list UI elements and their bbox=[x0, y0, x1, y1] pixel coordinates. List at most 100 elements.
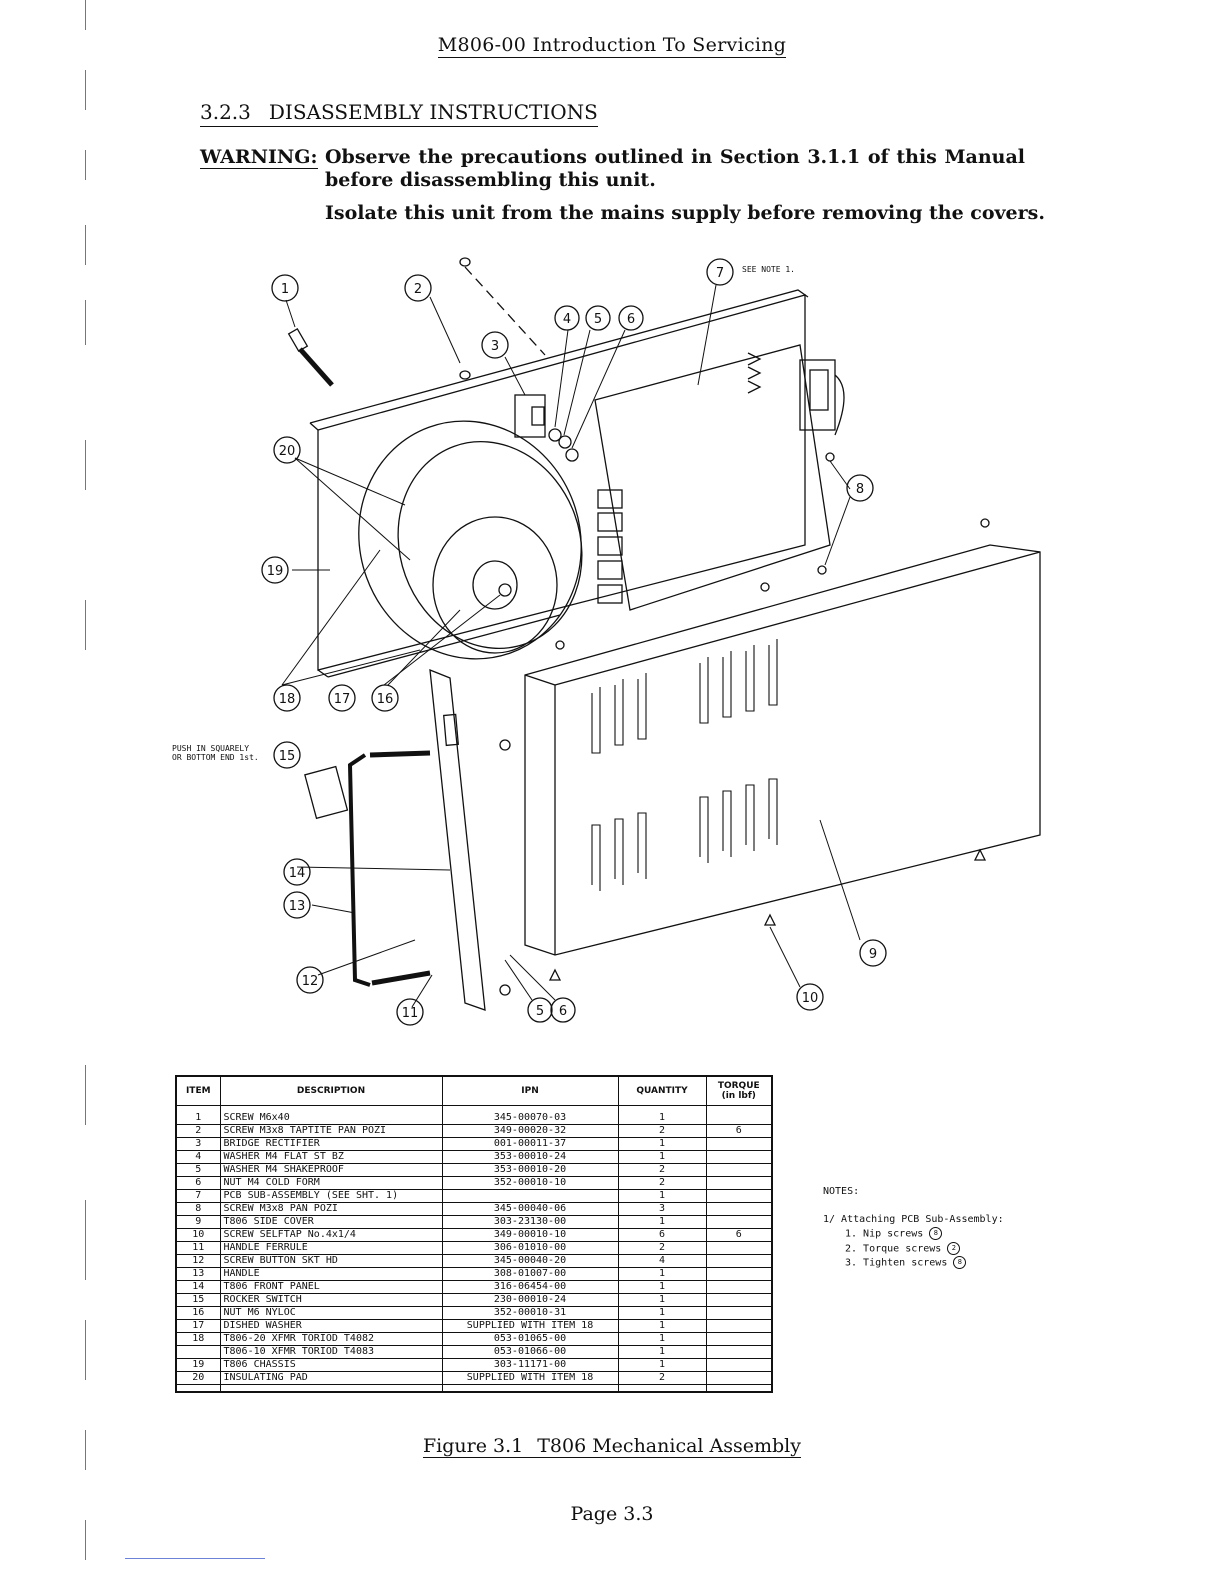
screws-m3x8 bbox=[459, 257, 546, 380]
warning-text: Observe the precautions outlined in Sect… bbox=[325, 146, 1025, 191]
callout-1: 1 bbox=[271, 274, 299, 302]
cell-item: 16 bbox=[175, 1306, 221, 1320]
pcb-components bbox=[597, 352, 762, 604]
cell-quantity: 1 bbox=[617, 1293, 707, 1307]
chassis-top-flange bbox=[309, 289, 809, 424]
cell-item: 14 bbox=[175, 1280, 221, 1294]
cell-torque bbox=[705, 1241, 773, 1255]
toroidal-transformer bbox=[358, 420, 583, 660]
cell-item: 13 bbox=[175, 1267, 221, 1281]
cell-item: 12 bbox=[175, 1254, 221, 1268]
callout-12: 12 bbox=[296, 966, 324, 994]
cell-item: 19 bbox=[175, 1358, 221, 1372]
cell-ipn: SUPPLIED WITH ITEM 18 bbox=[441, 1319, 619, 1333]
cell-item: 17 bbox=[175, 1319, 221, 1333]
cell-quantity: 2 bbox=[617, 1124, 707, 1138]
callout-18: 18 bbox=[273, 684, 301, 712]
callout-16: 16 bbox=[371, 684, 399, 712]
callout-label: 9 bbox=[869, 947, 877, 962]
page-header: M806-00 Introduction To Servicing bbox=[0, 34, 1224, 58]
margin-line bbox=[85, 440, 86, 490]
cell-ipn: 352-00010-10 bbox=[441, 1176, 619, 1190]
cell-ipn: 352-00010-31 bbox=[441, 1306, 619, 1320]
cell-ipn: 001-00011-37 bbox=[441, 1137, 619, 1151]
notes-step-text: 1. Nip screws bbox=[845, 1228, 924, 1240]
cell-item: 3 bbox=[175, 1137, 221, 1151]
cell-torque bbox=[705, 1293, 773, 1307]
cell-torque bbox=[705, 1254, 773, 1268]
cell-description: BRIDGE RECTIFIER bbox=[219, 1137, 443, 1151]
torque-line1: TORQUE bbox=[717, 1081, 760, 1091]
cell-description: ROCKER SWITCH bbox=[219, 1293, 443, 1307]
cell-description: SCREW BUTTON SKT HD bbox=[219, 1254, 443, 1268]
callout-2: 2 bbox=[404, 274, 432, 302]
callout-label: 6 bbox=[559, 1004, 567, 1019]
header-title: M806-00 Introduction To Servicing bbox=[437, 34, 787, 58]
cell-torque bbox=[705, 1150, 773, 1164]
cell-description: DISHED WASHER bbox=[219, 1319, 443, 1333]
cell-ipn bbox=[441, 1189, 619, 1203]
pcb-sub-assembly bbox=[594, 344, 831, 611]
callout-label: 10 bbox=[802, 991, 819, 1006]
callout-19: 19 bbox=[261, 556, 289, 584]
notes-step-text: 2. Torque screws bbox=[845, 1243, 942, 1254]
callout-11: 11 bbox=[396, 998, 424, 1026]
cell-ipn: 053-01066-00 bbox=[441, 1345, 619, 1359]
margin-line bbox=[85, 1320, 86, 1380]
cell-item: 11 bbox=[175, 1241, 221, 1255]
cell-ipn: 349-00010-10 bbox=[441, 1228, 619, 1242]
notes-step: 3. Tighten screws 8 bbox=[823, 1256, 1004, 1271]
cell-quantity: 1 bbox=[617, 1215, 707, 1229]
cell-ipn: 303-11171-00 bbox=[441, 1358, 619, 1372]
cell-description: WASHER M4 FLAT ST BZ bbox=[219, 1150, 443, 1164]
cell-description: T806-20 XFMR TORIOD T4082 bbox=[219, 1332, 443, 1346]
callout-label: 5 bbox=[536, 1004, 544, 1019]
callout-label: 13 bbox=[289, 899, 306, 914]
side-cover bbox=[524, 544, 1041, 956]
cell-torque bbox=[705, 1306, 773, 1320]
cell-quantity: 1 bbox=[617, 1332, 707, 1346]
callout-9: 9 bbox=[859, 939, 887, 967]
cell-quantity: 1 bbox=[617, 1150, 707, 1164]
callout-8: 8 bbox=[846, 474, 874, 502]
cell-ipn: 349-00020-32 bbox=[441, 1124, 619, 1138]
margin-line bbox=[85, 0, 86, 30]
callout-label: 5 bbox=[594, 312, 602, 327]
margin-line bbox=[85, 1200, 86, 1280]
see-note-label: SEE NOTE 1. bbox=[742, 265, 795, 274]
cell-quantity: 2 bbox=[617, 1163, 707, 1177]
cell-torque bbox=[705, 1332, 773, 1346]
cell-item: 4 bbox=[175, 1150, 221, 1164]
cell-description: T806-10 XFMR TORIOD T4083 bbox=[219, 1345, 443, 1359]
cell-torque: 6 bbox=[705, 1124, 773, 1138]
cell-torque bbox=[705, 1163, 773, 1177]
cell-description: SCREW M3x8 PAN POZI bbox=[219, 1202, 443, 1216]
cell-description: WASHER M4 SHAKEPROOF bbox=[219, 1163, 443, 1177]
cell-quantity: 1 bbox=[617, 1358, 707, 1372]
margin-line bbox=[85, 150, 86, 180]
callout-label: 6 bbox=[627, 312, 635, 327]
cell-torque bbox=[705, 1202, 773, 1216]
callout-5-lower: 5 bbox=[527, 997, 553, 1023]
callout-20: 20 bbox=[273, 436, 301, 464]
callout-10: 10 bbox=[796, 983, 824, 1011]
callout-label: 1 bbox=[281, 282, 289, 297]
warning-label: WARNING: bbox=[200, 146, 318, 169]
callout-label: 14 bbox=[289, 866, 306, 881]
cell-ipn: 053-01065-00 bbox=[441, 1332, 619, 1346]
section-number: 3.2.3 bbox=[200, 100, 251, 124]
col-ipn: IPN bbox=[441, 1075, 619, 1106]
callout-5: 5 bbox=[585, 305, 611, 331]
table-spacer-row bbox=[175, 1384, 773, 1392]
notes-step-text: 3. Tighten screws bbox=[845, 1257, 948, 1269]
figure-title: T806 Mechanical Assembly bbox=[537, 1435, 801, 1458]
col-description: DESCRIPTION bbox=[219, 1075, 443, 1106]
callout-label: 3 bbox=[491, 339, 499, 354]
